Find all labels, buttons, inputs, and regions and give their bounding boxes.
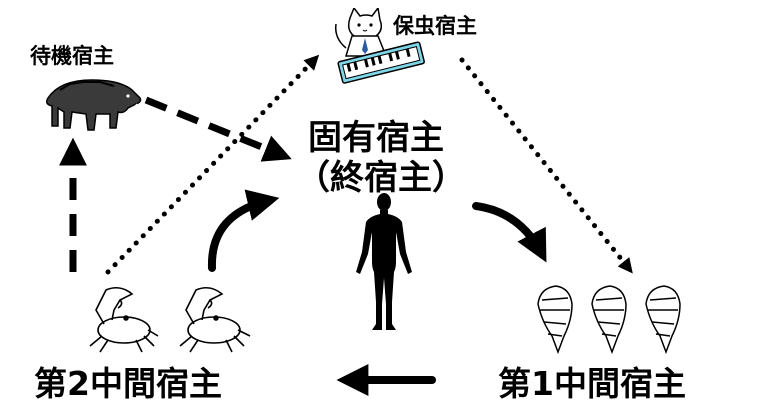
- second-intermediate-host-label: 第2中間宿主: [34, 364, 222, 403]
- arrow-definitive-to-first: [472, 202, 547, 263]
- human-silhouette-icon: [356, 193, 412, 330]
- first-intermediate-host-label: 第1中間宿主: [498, 364, 686, 403]
- definitive-host-sublabel: （終宿主）: [296, 158, 466, 198]
- crabs-icon: [89, 286, 251, 353]
- arrow-reservoir-to-definitive: [144, 96, 292, 162]
- wild-boar-icon: [45, 79, 142, 131]
- arrow-second-to-definitive: [207, 189, 280, 272]
- snails-icon: [537, 285, 681, 355]
- cat-playing-keyboard-icon: [334, 8, 425, 84]
- reservoir-host-label: 待機宿主: [30, 44, 114, 68]
- carrier-host-label: 保虫宿主: [393, 14, 477, 38]
- arrow-second-to-carrier: [105, 54, 320, 275]
- definitive-host-label: 固有宿主: [308, 118, 444, 158]
- arrow-carrier-to-first: [459, 57, 633, 274]
